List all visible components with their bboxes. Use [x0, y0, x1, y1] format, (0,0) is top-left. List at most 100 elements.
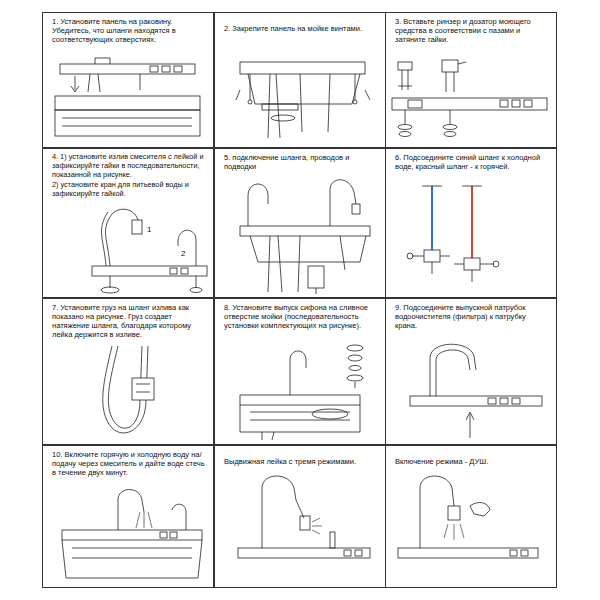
hose-connection-illustration-part [330, 180, 356, 226]
filter-connection-illustration-part [512, 398, 520, 404]
drain-siphon-illustration-part [312, 409, 348, 419]
flush-water-illustration-part [118, 490, 144, 531]
panel-install-illustration [55, 58, 200, 136]
step-instruction-text: 6. Подсоедините синий шланг к холодной в… [395, 153, 548, 171]
step-instruction-text: Выдвижная лейка с тремя режимами. [224, 457, 356, 466]
panel-screw-illustration-part [262, 104, 298, 110]
panel-install-illustration-part [60, 64, 195, 74]
instruction-step-panel: 10. Включите горячую и холодную воду на/… [42, 445, 214, 588]
hot-cold-valves-illustration-part [464, 258, 480, 270]
shower-mode-illustration [398, 476, 538, 558]
hose-connection-illustration-part [250, 236, 366, 262]
instruction-step-panel: 1. Установите панель на раковину. Убедит… [42, 12, 214, 148]
step-instruction-text: 2. Закрепите панель на мойке винтами. [224, 24, 362, 33]
step-instruction-text: 9. Подсоедините выпускной патрубок водоо… [395, 303, 548, 330]
instruction-step-panel: 5. подключение шланга, проводов и подвод… [214, 148, 386, 298]
step-text-group: 4. 1) установите излив смесителя с лейко… [43, 149, 213, 202]
panel-install-illustration-part [88, 74, 140, 92]
rinser-dispenser-illustration-part [500, 100, 508, 107]
hot-cold-valves-illustration-part [493, 261, 499, 267]
callout-number: 2 [180, 250, 186, 259]
rinser-dispenser-illustration-part [399, 132, 411, 137]
rinser-dispenser-illustration-part [442, 60, 458, 72]
instruction-step-panel: Выдвижная лейка с тремя режимами. [214, 445, 386, 588]
pull-out-spray-illustration [238, 476, 370, 558]
spout-and-drinking-tap-illustration-part [102, 212, 108, 266]
instruction-step-panel: 8. Установите выпуск сифона на сливное о… [214, 298, 386, 445]
panel-screw-illustration-part [240, 62, 365, 74]
step-text-group: 3. Вставьте ринзер и дозатор моющего сре… [386, 13, 556, 48]
spout-and-drinking-tap-illustration-part [92, 266, 207, 276]
drain-siphon-illustration-part [240, 405, 360, 432]
drain-siphon-illustration-part [347, 375, 363, 381]
panel-install-illustration-part [71, 76, 79, 92]
drain-siphon-illustration-part [348, 355, 362, 361]
panel-screw-illustration-part [271, 115, 295, 121]
panel-install-illustration-part [55, 110, 200, 136]
panel-install-illustration-part [95, 58, 110, 64]
spout-and-drinking-tap-illustration-part [106, 209, 138, 266]
pull-out-spray-illustration-part [330, 532, 335, 548]
step-text-group: 10. Включите горячую и холодную воду на/… [43, 446, 213, 481]
step-text-group: Выдвижная лейка с тремя режимами. [215, 446, 385, 470]
panel-screw-illustration-part [353, 100, 357, 104]
step-instruction-text: 2) установите кран для питьевой воды и з… [52, 181, 205, 199]
hose-connection-illustration-part [240, 226, 370, 236]
step-instruction-text: 10. Включите горячую и холодную воду на/… [52, 450, 205, 477]
flush-water-illustration-part [62, 540, 202, 578]
hose-connection-illustration [240, 180, 370, 294]
flush-water-illustration-part [160, 532, 167, 538]
step-instruction-text: Включение режима - ДУШ. [395, 457, 488, 466]
spout-and-drinking-tap-illustration-part [101, 287, 119, 293]
spout-and-drinking-tap-illustration-part [110, 276, 196, 288]
pull-out-spray-illustration-part [312, 518, 322, 534]
rinser-dispenser-illustration-part [398, 86, 412, 87]
rinser-dispenser-illustration-part [524, 100, 532, 107]
step-instruction-text: 3. Вставьте ринзер и дозатор моющего сре… [395, 17, 548, 44]
hot-cold-valves-illustration-part [471, 186, 473, 258]
instruction-step-panel: 3. Вставьте ринзер и дозатор моющего сре… [385, 12, 557, 148]
shower-mode-illustration-part [510, 550, 517, 556]
hose-connection-illustration-part [268, 236, 345, 292]
filter-connection-illustration-part [466, 412, 474, 438]
hose-weight-illustration-part [136, 384, 150, 392]
pull-out-spray-illustration-part [296, 500, 304, 518]
rinser-dispenser-illustration-part [398, 125, 412, 130]
spout-and-drinking-tap-illustration-part [178, 230, 196, 266]
step-instruction-text: 8. Установите выпуск сифона на сливное о… [224, 303, 377, 330]
step-text-group: 8. Установите выпуск сифона на сливное о… [215, 299, 385, 334]
drain-siphon-illustration-part [262, 432, 274, 440]
panel-install-illustration-part [150, 66, 158, 72]
step-text-group: 7. Установите груз на шланг излива как п… [43, 299, 213, 343]
instruction-step-panel: 7. Установите груз на шланг излива как п… [42, 298, 214, 445]
hot-cold-valves-illustration-part [424, 250, 440, 262]
flush-water-illustration-part [172, 504, 186, 530]
step-instruction-text: 5. подключение шланга, проводов и подвод… [224, 153, 377, 171]
pull-out-spray-illustration-part [355, 550, 362, 556]
panel-install-illustration-part [55, 96, 200, 110]
instruction-step-panel: 9. Подсоедините выпускной патрубок водоо… [385, 298, 557, 445]
rinser-dispenser-illustration-part [446, 62, 466, 92]
drain-siphon-illustration-part [240, 395, 360, 405]
rinser-dispenser-illustration-part [392, 98, 547, 110]
shower-mode-illustration-part [448, 506, 460, 520]
step-text-group: 9. Подсоедините выпускной патрубок водоо… [386, 299, 556, 334]
filter-connection-illustration-part [430, 344, 476, 396]
rinser-dispenser-illustration-part [408, 100, 422, 108]
shower-mode-illustration-part [444, 524, 464, 540]
step-text-group: 5. подключение шланга, проводов и подвод… [215, 149, 385, 175]
rinser-dispenser-illustration-part [398, 62, 412, 70]
panel-screw-illustration-part [248, 74, 360, 104]
hose-connection-illustration-part [352, 204, 360, 214]
drain-siphon-illustration-part [347, 345, 363, 351]
instruction-step-panel: 2. Закрепите панель на мойке винтами. [214, 12, 386, 148]
pull-out-spray-illustration-part [344, 550, 351, 556]
rinser-dispenser-illustration-part [405, 110, 450, 124]
flush-water-illustration-part [72, 548, 192, 558]
step-text-group: 1. Установите панель на раковину. Убедит… [43, 13, 213, 48]
panel-screw-illustration-part [268, 74, 330, 138]
filter-connection-illustration-part [410, 396, 542, 406]
rinser-dispenser-illustration-part [444, 132, 456, 137]
filter-connection-illustration-part [488, 398, 496, 404]
